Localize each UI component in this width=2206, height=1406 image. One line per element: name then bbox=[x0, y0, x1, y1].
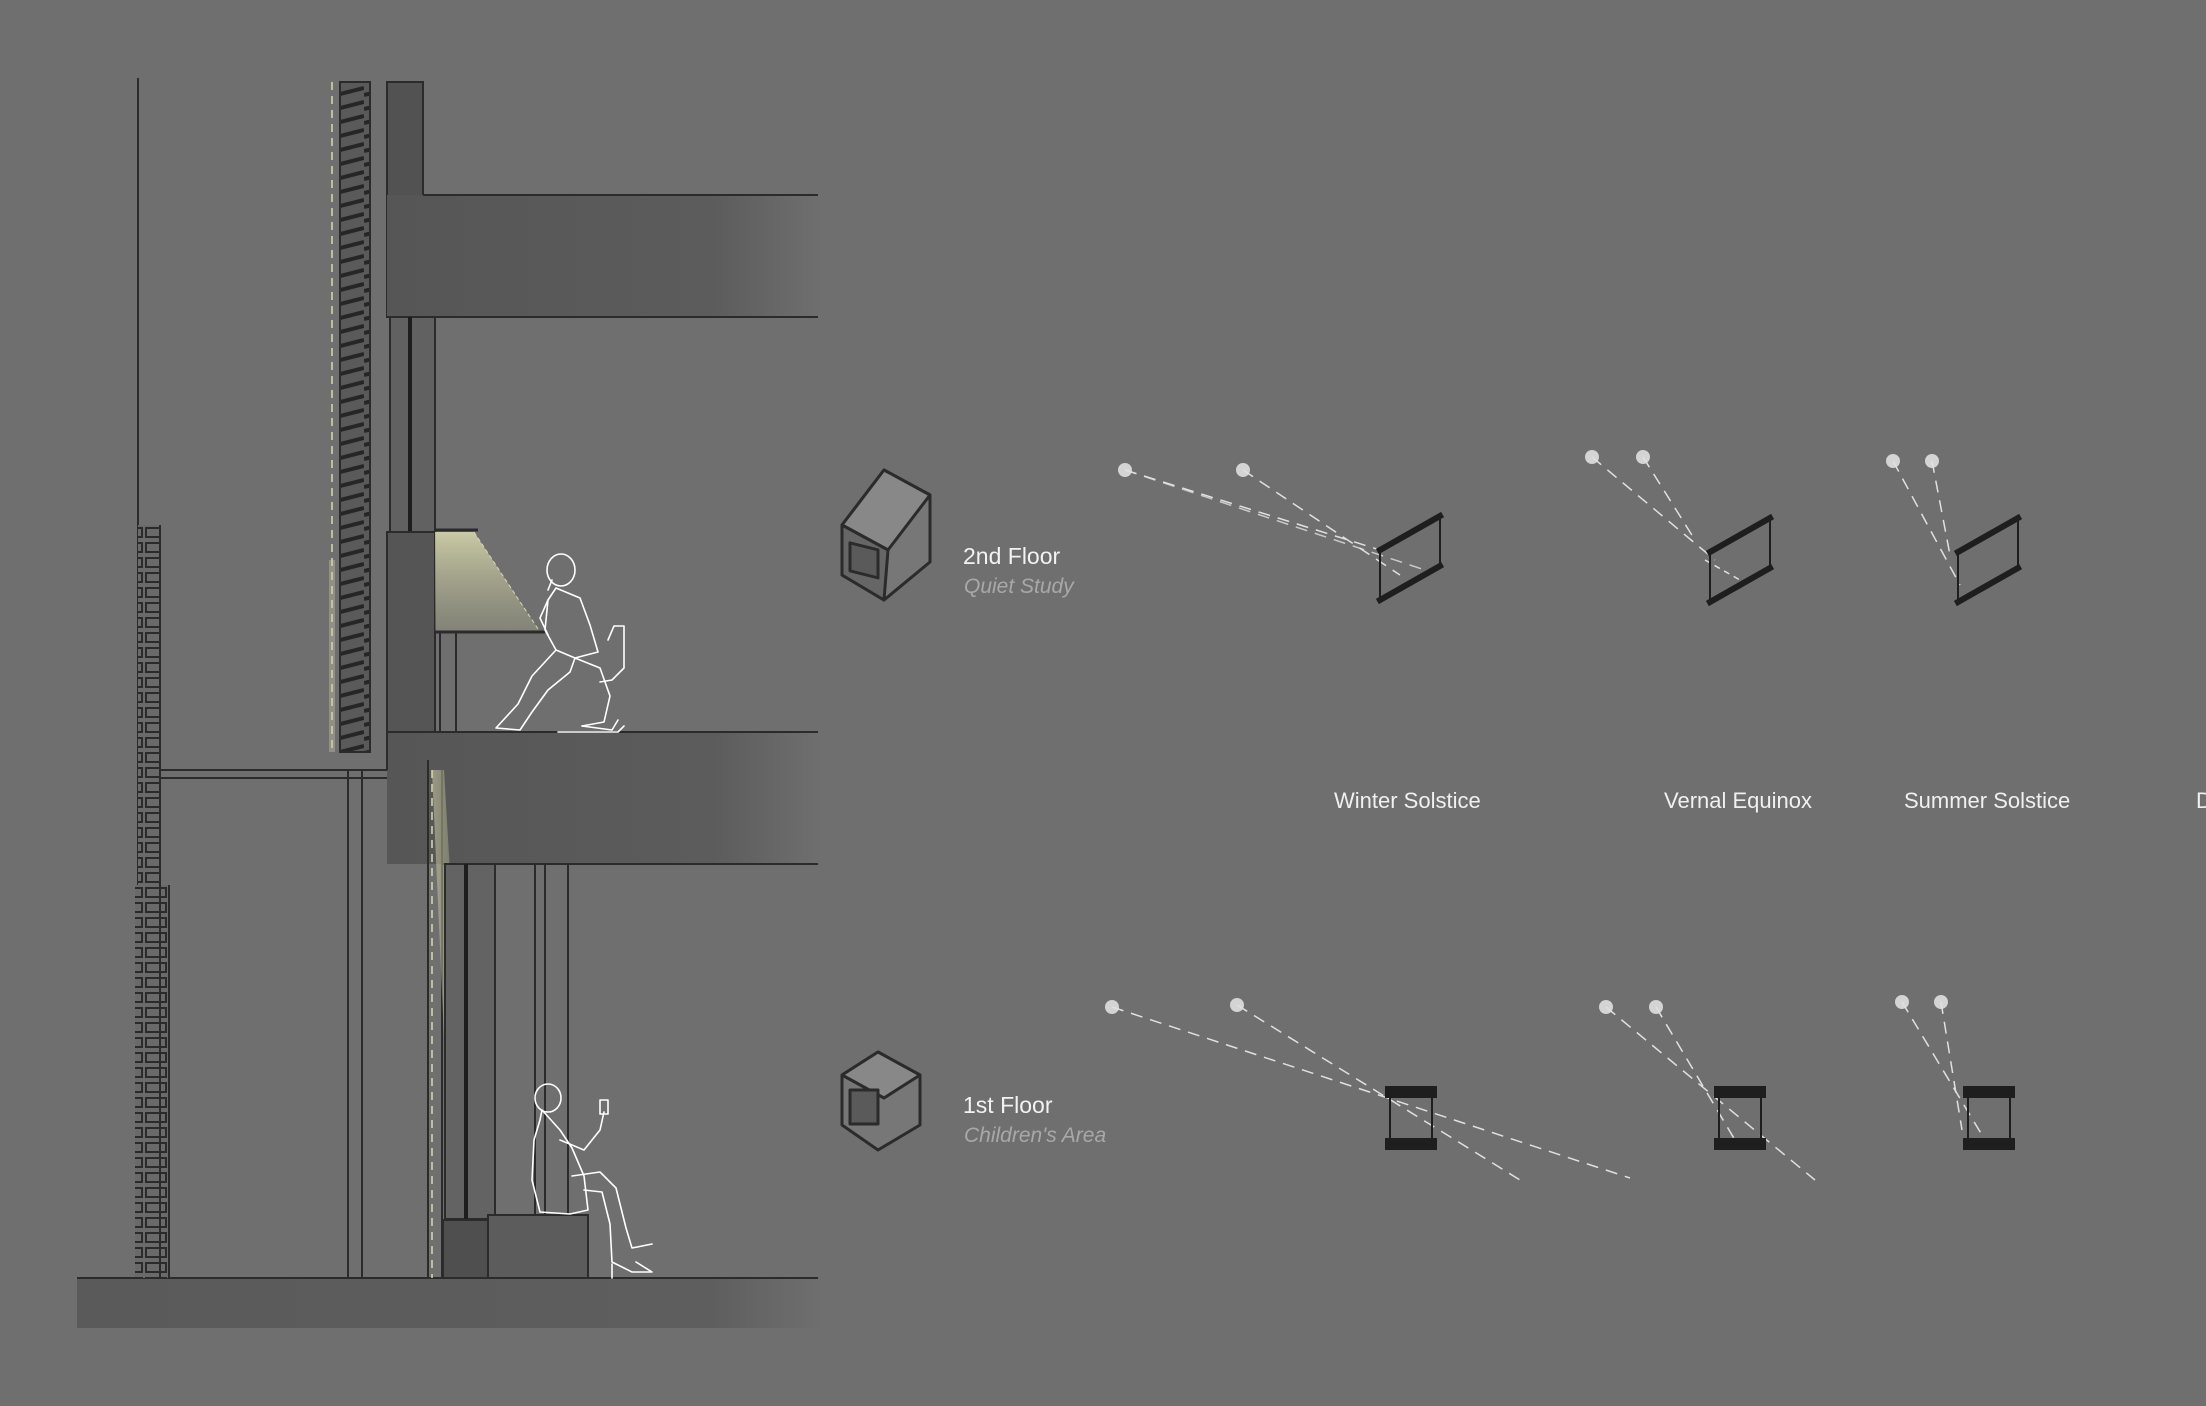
building-section bbox=[77, 78, 822, 1328]
left-screen-lower bbox=[135, 885, 169, 1278]
louvre-facade bbox=[339, 81, 371, 753]
floor1-label: 1st Floor Children's Area bbox=[963, 1092, 1106, 1147]
season-summer-solstice: Summer Solstice bbox=[1904, 788, 2070, 813]
sun-diagram-floor2-equinox bbox=[1585, 450, 1775, 607]
floor1-title: 1st Floor bbox=[963, 1092, 1053, 1118]
window-seat-base bbox=[442, 1219, 489, 1279]
season-vernal-equinox: Vernal Equinox bbox=[1664, 788, 1812, 813]
floor2-label: 2nd Floor Quiet Study bbox=[963, 543, 1075, 598]
floor1-subtitle: Children's Area bbox=[964, 1124, 1106, 1147]
season-labels: Winter Solstice Vernal Equinox Summer So… bbox=[1334, 788, 2206, 813]
slab-2 bbox=[387, 732, 822, 864]
desk-wall bbox=[386, 531, 436, 733]
sun-diagram-floor2-summer bbox=[1886, 454, 2023, 607]
child-figure bbox=[531, 1083, 653, 1279]
sun-diagram-floor2-winter bbox=[1118, 463, 1445, 605]
ground-slab bbox=[77, 1278, 822, 1328]
slab-3 bbox=[387, 195, 822, 317]
sun-diagram-floor1-summer bbox=[1895, 995, 2015, 1150]
floor2-title: 2nd Floor bbox=[963, 543, 1061, 569]
season-truncated: D bbox=[2196, 788, 2206, 813]
window-seat bbox=[487, 1214, 589, 1279]
floor2-subtitle: Quiet Study bbox=[964, 575, 1075, 598]
sun-diagram-floor1-equinox bbox=[1599, 1000, 1816, 1181]
season-winter-solstice: Winter Solstice bbox=[1334, 788, 1481, 813]
floor2-cube-icon bbox=[840, 468, 932, 602]
desk-light-cone bbox=[435, 532, 540, 632]
floor1-cube-icon bbox=[840, 1050, 922, 1152]
reader-figure bbox=[495, 553, 625, 733]
left-screen-upper bbox=[138, 525, 160, 885]
sun-diagram-floor1-winter bbox=[1105, 998, 1631, 1181]
